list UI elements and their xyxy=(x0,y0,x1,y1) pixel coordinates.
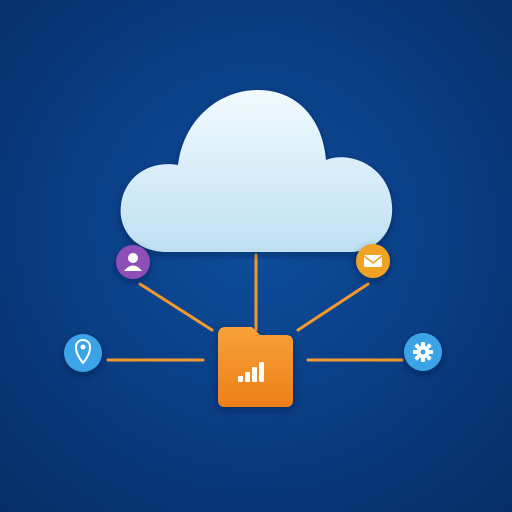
mail-node xyxy=(356,244,390,278)
user-icon xyxy=(124,253,142,271)
gear-icon xyxy=(413,342,433,362)
hub-box xyxy=(218,327,293,407)
mail-icon xyxy=(363,255,383,267)
connector-mail-hub xyxy=(296,282,370,332)
connector-user-hub xyxy=(138,282,214,332)
user-node xyxy=(116,245,150,279)
location-node xyxy=(64,334,102,372)
cloud-icon xyxy=(120,90,393,252)
settings-node xyxy=(404,333,442,371)
connector-lines xyxy=(106,253,404,362)
signal-bars-icon xyxy=(238,362,264,382)
location-pin-icon xyxy=(74,338,92,365)
